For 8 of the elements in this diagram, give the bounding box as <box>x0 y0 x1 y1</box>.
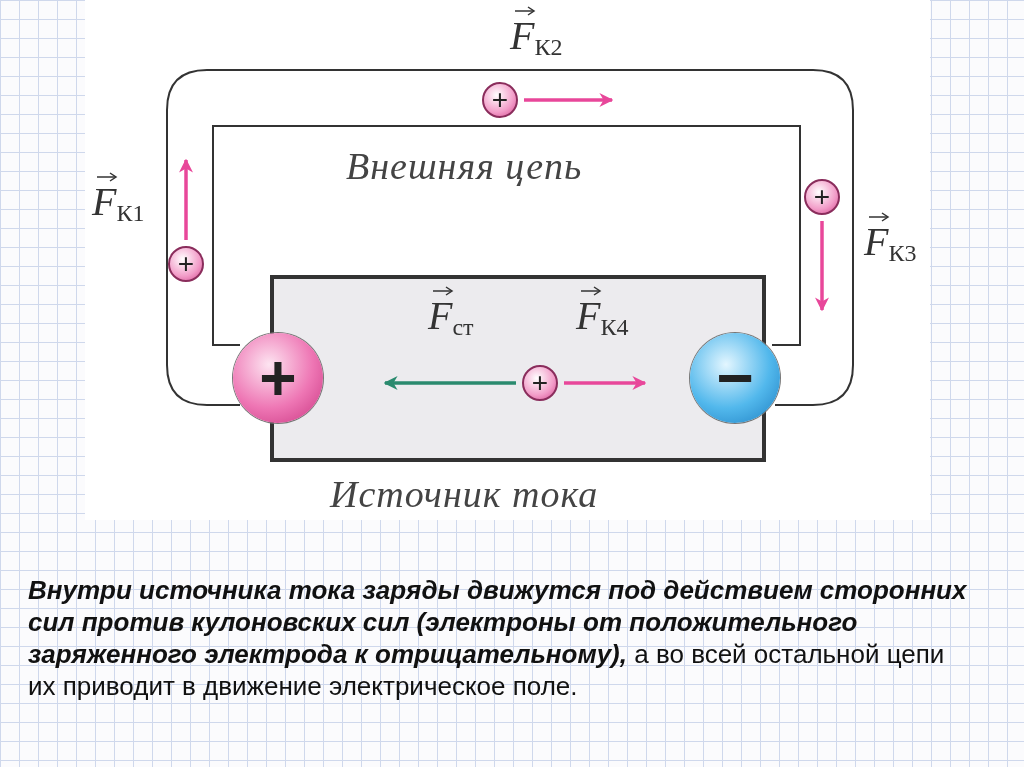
force-label: F$_{К3}$ <box>864 212 917 265</box>
force-label: F$_{К1}$ <box>92 172 145 225</box>
force-label: F$_{ст}$ <box>428 286 474 339</box>
explanation-text: Внутри источника тока заряды движутся под действием сторонних сил против кулоновских сил (электроны от положительного заряженного электрода к отрицательному), а во всей остальной цепи их приводит в движение электрическое поле. <box>28 574 968 702</box>
source-heading: Источник тока <box>330 472 599 516</box>
force-label: F$_{К2}$ <box>510 6 563 59</box>
force-label: F$_{К4}$ <box>576 286 629 339</box>
circuit-heading: Внешняя цепь <box>346 144 583 188</box>
